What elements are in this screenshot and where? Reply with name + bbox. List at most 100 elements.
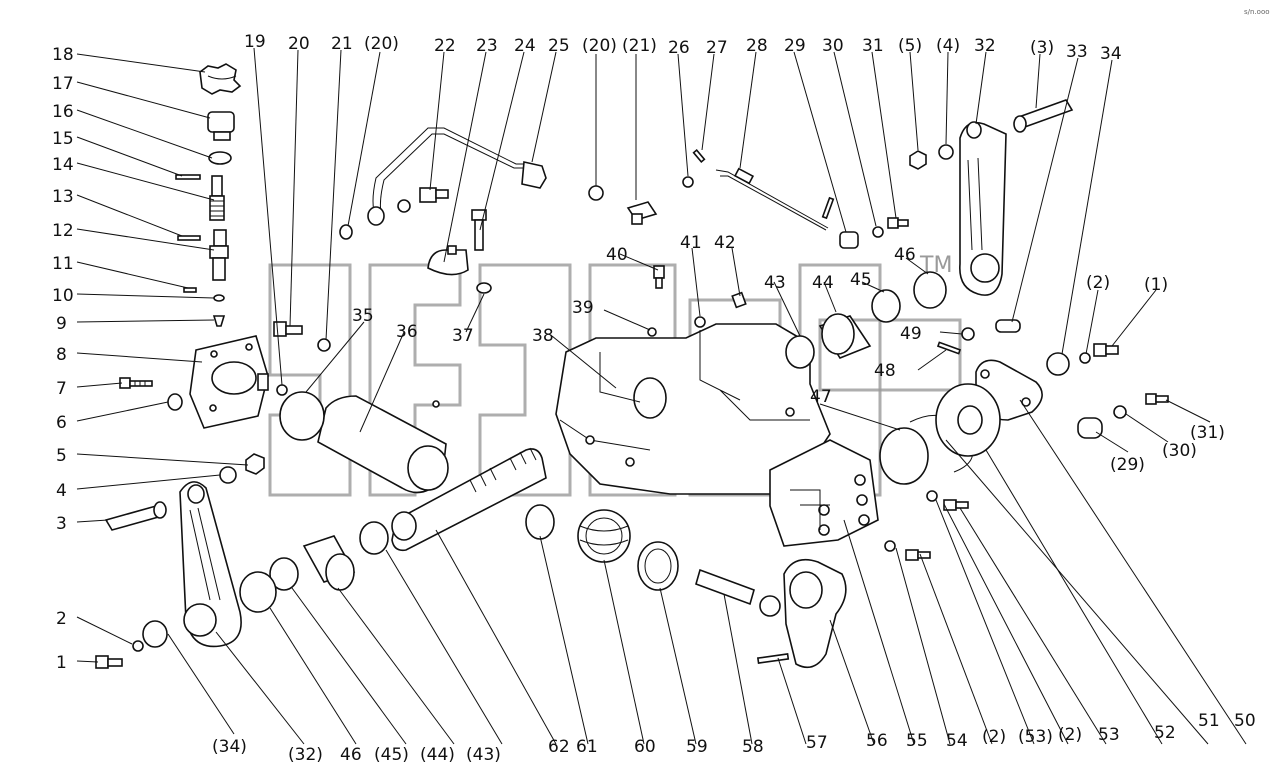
label-53: 53 (1098, 725, 1120, 745)
label-5: 5 (56, 446, 67, 466)
label-35: 35 (352, 306, 374, 326)
washer-53b (884, 540, 896, 552)
lever-32-right (959, 121, 1007, 296)
bushing-44 (302, 535, 356, 591)
washer-4b (938, 144, 954, 160)
bolt-21 (626, 201, 658, 225)
label-18: 18 (52, 45, 74, 65)
label-62: 62 (548, 737, 570, 757)
label-2-ref-top: (2) (1086, 273, 1110, 293)
label-2-ref-b: (2) (982, 727, 1006, 747)
washer-53 (926, 490, 938, 502)
housing-38 (555, 323, 831, 495)
seal-59 (637, 541, 679, 591)
bolt-31 (887, 217, 909, 229)
label-1: 1 (56, 653, 67, 673)
pin-28b (821, 196, 835, 220)
washer-49 (961, 327, 975, 341)
label-3: 3 (56, 514, 67, 534)
label-25: 25 (548, 36, 570, 56)
pipe-25 (367, 127, 547, 226)
bracket-55 (769, 439, 879, 547)
pin-13 (177, 235, 201, 241)
pin-27 (692, 148, 706, 164)
ring-43-right (785, 335, 815, 369)
pin-58 (695, 568, 781, 617)
label-26: 26 (668, 38, 690, 58)
clamp-23 (427, 245, 469, 276)
washer-30 (872, 226, 884, 238)
label-45: 45 (850, 270, 872, 290)
label-31-ref: (31) (1190, 423, 1225, 443)
label-59: 59 (686, 737, 708, 757)
ring-35 (279, 391, 325, 441)
ring-45 (269, 557, 299, 591)
label-57: 57 (806, 733, 828, 753)
pin-48 (936, 341, 962, 355)
label-49: 49 (900, 324, 922, 344)
sleeve-36 (317, 395, 449, 494)
ring-10 (213, 294, 225, 302)
washer-34-right (1046, 352, 1070, 376)
label-4: 4 (56, 481, 67, 501)
label-23: 23 (476, 36, 498, 56)
label-21-ref: (21) (622, 36, 657, 56)
washer-2-left (132, 640, 144, 652)
ring-45-right (871, 289, 901, 323)
shaft-62 (391, 447, 547, 552)
ring-43 (359, 521, 389, 555)
pin-11 (183, 287, 197, 293)
label-16: 16 (52, 102, 74, 122)
spring-14 (209, 175, 225, 221)
ring-61 (525, 504, 555, 540)
label-30: 30 (822, 36, 844, 56)
bolt-31b (1145, 393, 1169, 405)
label-38: 38 (532, 326, 554, 346)
label-52: 52 (1154, 723, 1176, 743)
knob-18 (199, 63, 242, 95)
valve-12 (209, 229, 229, 281)
label-40: 40 (606, 245, 628, 265)
label-21: 21 (331, 34, 353, 54)
bushing-44-right (818, 313, 872, 359)
label-2: 2 (56, 609, 67, 629)
washer-6 (167, 393, 183, 411)
label-3-ref: (3) (1030, 38, 1054, 58)
nut-29b (1077, 417, 1103, 439)
rod-28 (715, 167, 829, 231)
label-41: 41 (680, 233, 702, 253)
callout-labels: 18 17 16 15 14 13 12 11 10 9 8 7 6 5 4 3… (52, 32, 1256, 765)
bolt-42 (731, 291, 747, 309)
bolt-7 (119, 377, 153, 389)
pin-33 (995, 319, 1021, 333)
label-43-ref: (43) (466, 745, 501, 765)
label-19: 19 (244, 32, 266, 52)
label-5-ref: (5) (898, 36, 922, 56)
washer-22 (397, 199, 411, 213)
hole (432, 400, 440, 408)
bolt-24 (471, 209, 487, 251)
piston-60 (577, 509, 631, 563)
corner-mark: s/n.ooo (1244, 8, 1270, 16)
label-37: 37 (452, 326, 474, 346)
washer-26 (682, 176, 694, 188)
label-17: 17 (52, 74, 74, 94)
label-48: 48 (874, 361, 896, 381)
fitting-40 (653, 265, 665, 289)
label-1-ref: (1) (1144, 275, 1168, 295)
label-46-top: 46 (894, 245, 916, 265)
label-8: 8 (56, 345, 67, 365)
nut-5 (245, 453, 265, 475)
label-53-ref: (53) (1018, 727, 1053, 747)
label-7: 7 (56, 379, 67, 399)
washer-2-right (1079, 352, 1091, 364)
label-31: 31 (862, 36, 884, 56)
label-44: 44 (812, 273, 834, 293)
label-14: 14 (52, 155, 74, 175)
bolt-1-left (95, 655, 123, 669)
label-4-ref: (4) (936, 36, 960, 56)
pin-57 (756, 653, 790, 664)
label-47: 47 (810, 387, 832, 407)
washer-41 (694, 316, 706, 328)
ball-9 (212, 315, 226, 327)
